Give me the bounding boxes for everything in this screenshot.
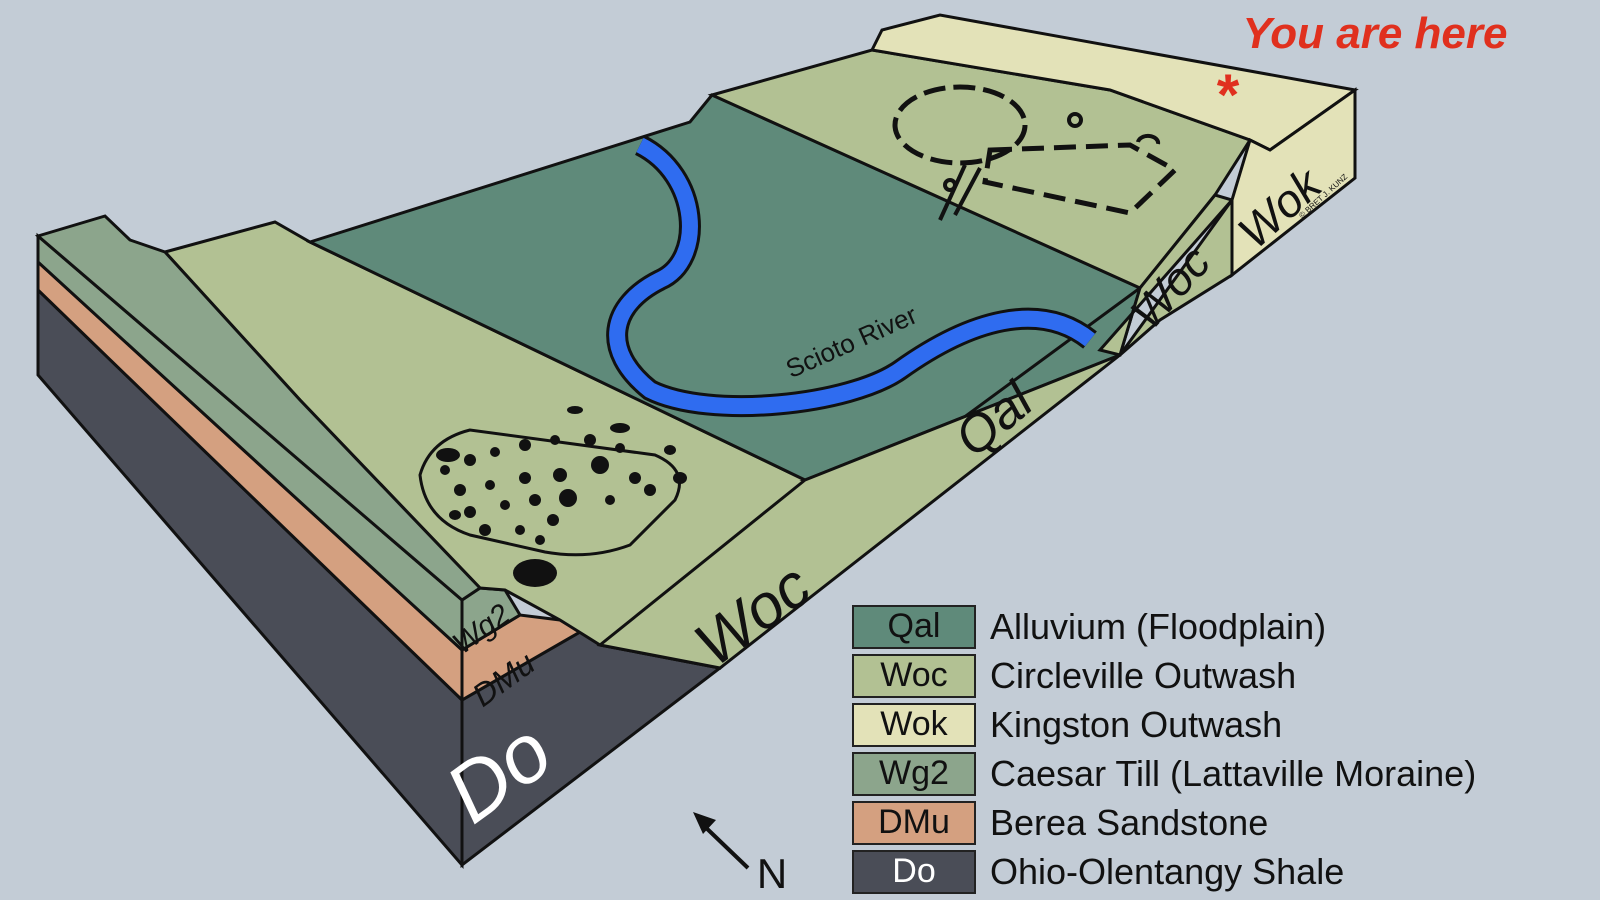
- earthwork-mound: [1067, 112, 1083, 128]
- legend-swatch-dmu: DMu: [852, 800, 976, 845]
- legend-row-qal: Qal Alluvium (Floodplain): [852, 602, 1572, 651]
- earthwork-enclosure: [418, 406, 687, 587]
- legend-label-qal: Alluvium (Floodplain): [990, 605, 1327, 647]
- legend: Qal Alluvium (Floodplain) Woc Circleville O…: [852, 602, 1572, 896]
- you-are-here-marker-icon: *: [1217, 63, 1240, 128]
- legend-label-do: Ohio-Olentangy Shale: [990, 850, 1345, 892]
- woc-east-scarp-face: [1118, 195, 1234, 357]
- legend-swatch-wg2: Wg2: [852, 751, 976, 796]
- north-arrow-icon: [693, 812, 750, 870]
- legend-row-do: Do Ohio-Olentangy Shale: [852, 847, 1572, 896]
- earthwork-square: [982, 142, 1180, 216]
- north-label: N: [757, 850, 787, 897]
- legend-row-wok: Wok Kingston Outwash: [852, 700, 1572, 749]
- enclosure-outline: [418, 428, 681, 557]
- legend-swatch-do: Do: [852, 849, 976, 894]
- legend-swatch-woc: Woc: [852, 653, 976, 698]
- you-are-here-label: You are here: [1243, 9, 1508, 58]
- earthwork-mound-3: [1136, 133, 1161, 145]
- legend-swatch-wok: Wok: [852, 702, 976, 747]
- enclosure-large-mound: [513, 559, 557, 587]
- legend-row-woc: Woc Circleville Outwash: [852, 651, 1572, 700]
- earthwork-circle-square: [892, 84, 1180, 221]
- scioto-river-water: [609, 137, 1095, 415]
- legend-label-wok: Kingston Outwash: [990, 703, 1283, 745]
- earthwork-mound-2: [943, 178, 957, 192]
- earthwork-causeway: [938, 164, 967, 221]
- woc-east-front-face: [1097, 193, 1235, 357]
- wg2-moraine-top: [34, 214, 483, 602]
- earthwork-circle: [892, 84, 1028, 166]
- legend-row-dmu: DMu Berea Sandstone: [852, 798, 1572, 847]
- legend-label-wg2: Caesar Till (Lattaville Moraine): [990, 752, 1477, 794]
- legend-swatch-qal: Qal: [852, 604, 976, 649]
- enclosure-mounds: [436, 406, 687, 587]
- legend-label-dmu: Berea Sandstone: [990, 801, 1269, 843]
- legend-row-wg2: Wg2 Caesar Till (Lattaville Moraine): [852, 749, 1572, 798]
- earthwork-causeway-2: [953, 167, 982, 216]
- legend-label-woc: Circleville Outwash: [990, 654, 1297, 696]
